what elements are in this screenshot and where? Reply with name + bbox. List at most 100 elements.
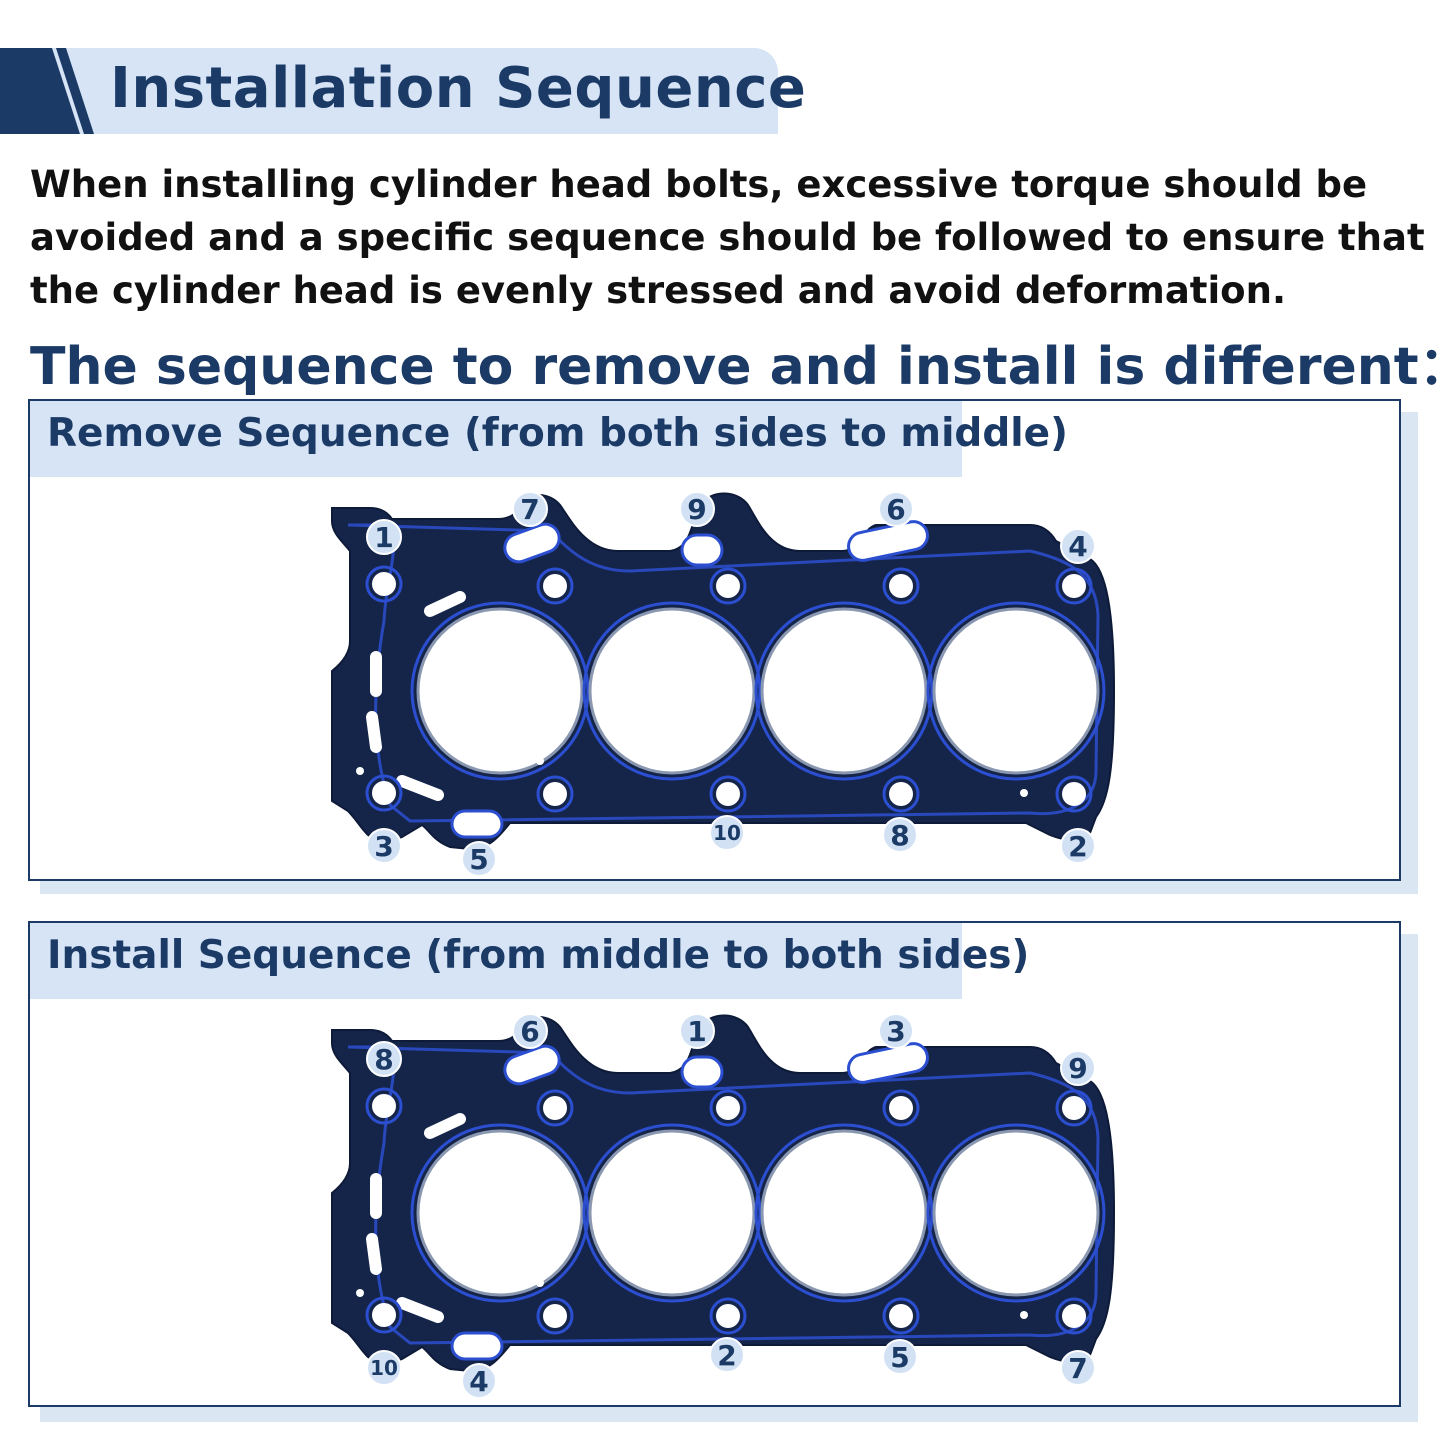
bolt-number-label: 2 bbox=[1068, 830, 1087, 863]
dowel-dot bbox=[896, 1245, 904, 1253]
bolt-hole bbox=[543, 782, 567, 806]
bolt-hole-ring bbox=[365, 774, 403, 812]
cylinder-bore bbox=[588, 1129, 756, 1297]
dowel-dot bbox=[896, 723, 904, 731]
dowel-dot bbox=[1020, 1311, 1028, 1319]
bolt-hole bbox=[889, 574, 913, 598]
bolt-hole-ring bbox=[1055, 1297, 1093, 1335]
bore-bead-ring bbox=[410, 601, 590, 781]
oil-port bbox=[503, 1044, 561, 1086]
page-title: Installation Sequence bbox=[110, 56, 807, 121]
bolt-number-label: 8 bbox=[374, 1043, 393, 1076]
cylinder-bore bbox=[760, 607, 928, 775]
gasket-bead bbox=[347, 1045, 1100, 1345]
remove-panel-label: Remove Sequence (from both sides to midd… bbox=[47, 411, 1068, 456]
coolant-slot bbox=[396, 1297, 444, 1323]
cylinder-bore bbox=[416, 607, 584, 775]
bolt-number-badge bbox=[461, 1363, 497, 1399]
bore-bead-ring bbox=[754, 1123, 934, 1303]
bolt-hole-ring bbox=[1055, 1089, 1093, 1127]
bolt-number-badge bbox=[1060, 828, 1096, 864]
bolt-hole bbox=[1062, 1096, 1086, 1120]
bore-bead-ring bbox=[926, 1123, 1106, 1303]
bolt-number-badge bbox=[882, 1339, 918, 1375]
gasket-bead bbox=[347, 523, 1100, 823]
oil-port bbox=[680, 1055, 724, 1089]
bolt-number-label: 6 bbox=[520, 1015, 539, 1048]
intro-paragraph: When installing cylinder head bolts, exc… bbox=[30, 163, 1425, 312]
bolt-number-badge bbox=[882, 817, 918, 853]
dowel-dot bbox=[1020, 789, 1028, 797]
bolt-number-label: 6 bbox=[886, 493, 905, 526]
bolt-hole-ring bbox=[709, 1297, 747, 1335]
bolt-number-badge bbox=[679, 1013, 715, 1049]
install-sequence-panel: Install Sequence (from middle to both si… bbox=[28, 921, 1401, 1407]
bolt-number-badge bbox=[709, 815, 745, 851]
bolt-hole-ring bbox=[536, 567, 574, 605]
bolt-number-badge bbox=[366, 828, 402, 864]
bolt-number-badge bbox=[1060, 528, 1096, 564]
remove-panel-label-band: Remove Sequence (from both sides to midd… bbox=[30, 401, 1068, 477]
dowel-dot bbox=[724, 653, 732, 661]
bolt-number-label: 4 bbox=[1068, 530, 1087, 563]
dowel-dot bbox=[552, 1245, 560, 1253]
oil-port bbox=[450, 809, 504, 839]
bolt-hole-ring bbox=[365, 565, 403, 603]
bolt-hole bbox=[716, 1304, 740, 1328]
bore-bead-ring bbox=[410, 1123, 590, 1303]
bolt-number-label: 10 bbox=[713, 821, 741, 845]
dowel-dot bbox=[552, 1175, 560, 1183]
bolt-hole bbox=[372, 1094, 396, 1118]
oil-port bbox=[847, 520, 929, 562]
dowel-dot bbox=[724, 723, 732, 731]
install-panel-label-band: Install Sequence (from middle to both si… bbox=[30, 923, 1029, 999]
bolt-number-label: 7 bbox=[520, 493, 539, 526]
bolt-hole bbox=[372, 781, 396, 805]
bolt-number-label: 5 bbox=[469, 843, 488, 876]
dowel-dot bbox=[724, 1175, 732, 1183]
cylinder-bore bbox=[932, 607, 1100, 775]
bolt-hole-ring bbox=[882, 1089, 920, 1127]
bolt-hole bbox=[716, 782, 740, 806]
bolt-number-label: 1 bbox=[374, 521, 393, 554]
dowel-dot bbox=[896, 653, 904, 661]
bolt-number-label: 3 bbox=[886, 1015, 905, 1048]
sequence-subheading: The sequence to remove and install is di… bbox=[30, 337, 1445, 397]
bolt-number-badge bbox=[1060, 1350, 1096, 1386]
cylinder-bore bbox=[932, 1129, 1100, 1297]
coolant-slot bbox=[424, 1113, 466, 1139]
bolt-hole-ring bbox=[365, 1087, 403, 1125]
bolt-number-badge bbox=[679, 491, 715, 527]
bolt-hole-ring bbox=[1055, 567, 1093, 605]
bolt-hole-ring bbox=[882, 775, 920, 813]
bolt-hole bbox=[1062, 574, 1086, 598]
dowel-dot bbox=[552, 723, 560, 731]
bore-bead-ring bbox=[754, 601, 934, 781]
coolant-slot bbox=[366, 1233, 382, 1275]
bolt-number-badge bbox=[461, 841, 497, 877]
bolt-hole bbox=[889, 1304, 913, 1328]
coolant-slot bbox=[366, 711, 382, 753]
bolt-number-badge bbox=[512, 1013, 548, 1049]
bolt-hole-ring bbox=[1055, 775, 1093, 813]
bolt-number-badge bbox=[878, 1013, 914, 1049]
bolt-number-label: 5 bbox=[890, 1341, 909, 1374]
bolt-hole bbox=[889, 1096, 913, 1120]
bolt-number-label: 7 bbox=[1068, 1352, 1087, 1385]
dowel-dot bbox=[356, 767, 364, 775]
dowel-dot bbox=[356, 1289, 364, 1297]
dowel-dot bbox=[552, 653, 560, 661]
bolt-number-label: 9 bbox=[687, 493, 706, 526]
bolt-number-label: 8 bbox=[890, 819, 909, 852]
bolt-hole bbox=[372, 572, 396, 596]
bolt-number-label: 4 bbox=[469, 1365, 488, 1398]
bolt-hole bbox=[716, 1096, 740, 1120]
bore-bead-ring bbox=[582, 601, 762, 781]
cylinder-bore bbox=[760, 1129, 928, 1297]
bolt-number-badge bbox=[512, 491, 548, 527]
bolt-hole-ring bbox=[709, 567, 747, 605]
